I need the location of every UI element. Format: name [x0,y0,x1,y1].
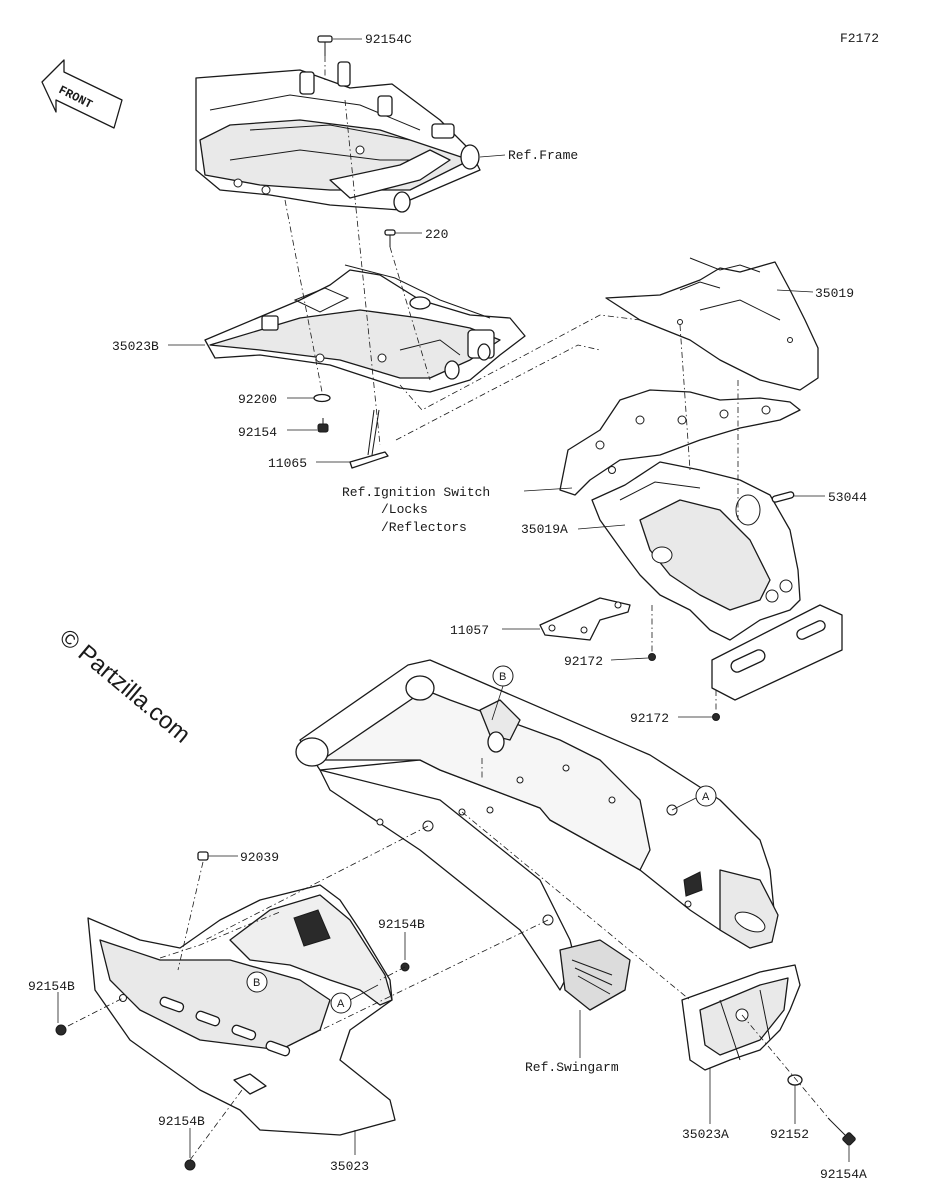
bracket-11057-part [539,597,631,641]
label-11065: 11065 [268,456,307,471]
label-92154A: 92154A [820,1167,867,1182]
ref-marker-label: B [253,977,260,989]
label-reflectors: /Reflectors [381,520,467,535]
rear-frame-part [195,61,481,213]
screw-92172-a-icon [648,653,656,661]
washer-92152-icon [787,1074,803,1086]
label-92154C: 92154C [365,32,412,47]
bolt-92154B-c-icon [184,1159,196,1171]
label-92200: 92200 [238,392,277,407]
figure-code: F2172 [840,31,879,46]
label-ref-frame: Ref.Frame [508,148,578,163]
label-220: 220 [425,227,448,242]
swingarm-part [295,659,779,1011]
ref-marker-B-swingarm: B [491,665,514,721]
label-35019: 35019 [815,286,854,301]
label-locks: /Locks [381,502,428,517]
front-arrow-icon: FRONT [41,59,123,129]
label-35019A: 35019A [521,522,568,537]
label-35023: 35023 [330,1159,369,1174]
label-ref-ignition-switch: Ref.Ignition Switch [342,485,490,500]
bolt-92154-icon [317,418,329,433]
label-92154B-a: 92154B [28,979,75,994]
ref-marker-A-swingarm: A [671,785,717,811]
screw-92172-b-icon [712,713,720,721]
leader-lines [57,38,850,1162]
bolt-92154B-a-icon [55,1024,67,1036]
washer-92200-icon [313,393,331,403]
label-35023A: 35023A [682,1127,729,1142]
bracket-ignition-part [559,389,801,496]
guard-35023A-part [681,964,801,1071]
chain-guard-35023-part [87,884,396,1136]
label-92152: 92152 [770,1127,809,1142]
bolt-92154A-icon [827,1117,856,1146]
ref-marker-A-guard: A [330,984,379,1014]
ref-marker-label: A [702,791,710,803]
screw-220-icon [384,229,396,247]
fender-cover-35019-part [605,257,819,391]
label-92154B-c: 92154B [158,1114,205,1129]
assembly-lines [67,56,831,1161]
watermark: © Partzilla.com [54,624,195,749]
pin-53044-icon [771,491,795,503]
undertray-35023B-part [204,264,526,393]
ref-marker-label: B [499,671,506,683]
ref-marker-B-guard: B [246,971,268,993]
ref-marker-label: A [337,998,345,1010]
bolt-92154C-icon [317,35,333,56]
label-92154B-b: 92154B [378,917,425,932]
label-92039: 92039 [240,850,279,865]
part-labels: 92154C Ref.Frame 220 35019 35023B 92200 … [28,32,867,1182]
label-92172-a: 92172 [564,654,603,669]
label-11057: 11057 [450,623,489,638]
fender-35019A-part [591,461,843,701]
label-ref-swingarm: Ref.Swingarm [525,1060,619,1075]
label-35023B: 35023B [112,339,159,354]
label-92154: 92154 [238,425,277,440]
label-53044: 53044 [828,490,867,505]
strap-11065-part [349,409,389,469]
label-92172-b: 92172 [630,711,669,726]
clip-92039-icon [197,851,209,861]
